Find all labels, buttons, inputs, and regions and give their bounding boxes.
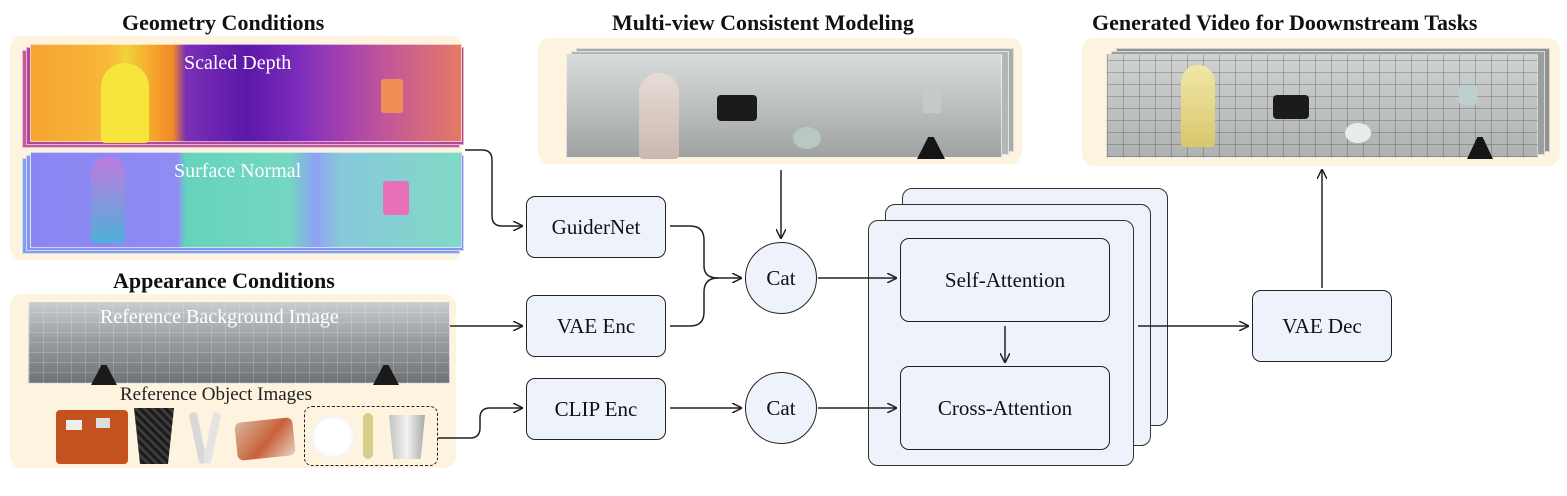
selected-objects-group: [304, 406, 438, 466]
surface-normal-label: Surface Normal: [174, 160, 302, 182]
multiview-robot: [717, 95, 757, 121]
vae-dec-node: VAE Dec: [1252, 290, 1392, 362]
geometry-heading: Geometry Conditions: [122, 10, 325, 35]
generated-plate: [1345, 123, 1371, 143]
background-image: [28, 302, 450, 385]
multiview-panel: [538, 38, 1022, 164]
multiview-frame: [566, 54, 1002, 159]
cat-top-node: Cat: [745, 242, 817, 314]
scaled-depth-label: Scaled Depth: [184, 52, 292, 74]
self-attention-node: Self-Attention: [900, 238, 1110, 322]
normal-cup-shape: [383, 181, 409, 215]
arrow-guidernet-to-cat: [670, 225, 741, 278]
object-box-thumbnail: [56, 410, 128, 464]
cat-bottom-node: Cat: [745, 372, 817, 444]
multiview-spoon: [639, 73, 679, 159]
geometry-panel: Scaled Depth Surface Normal: [10, 36, 464, 260]
multiview-plate: [793, 127, 821, 149]
guidernet-node: GuiderNet: [526, 196, 666, 258]
generated-heading: Generated Video for Doownstream Tasks: [1092, 10, 1478, 35]
appearance-panel: Reference Background Image Reference Obj…: [10, 294, 456, 468]
depth-cup-shape: [381, 79, 403, 113]
arrow-vae-enc-to-cat: [670, 277, 719, 327]
generated-frame: [1106, 54, 1538, 159]
reference-background-label: Reference Background Image: [100, 306, 339, 328]
multiview-cup: [923, 91, 941, 113]
clip-enc-node: CLIP Enc: [526, 378, 666, 440]
generated-spoon: [1181, 65, 1215, 147]
object-trashcan-thumbnail: [134, 408, 174, 464]
generated-panel: [1082, 38, 1560, 166]
normal-spoon-shape: [91, 157, 125, 243]
normal-image: [30, 152, 462, 248]
generated-cup: [1459, 85, 1477, 105]
generated-robot: [1273, 95, 1309, 119]
multiview-heading: Multi-view Consistent Modeling: [612, 10, 914, 35]
object-spoon-thumbnail: [363, 413, 373, 459]
depth-spoon-shape: [101, 63, 149, 143]
cross-attention-node: Cross-Attention: [900, 366, 1110, 450]
appearance-heading: Appearance Conditions: [113, 268, 335, 293]
object-plate-thumbnail: [311, 415, 355, 459]
arrow-geometry-to-guidernet: [465, 149, 522, 226]
arrow-objects-to-clip-enc: [438, 408, 522, 439]
vae-enc-node: VAE Enc: [526, 295, 666, 357]
reference-objects-label: Reference Object Images: [120, 384, 313, 405]
depth-image: [30, 44, 462, 143]
object-cup-thumbnail: [389, 415, 425, 459]
